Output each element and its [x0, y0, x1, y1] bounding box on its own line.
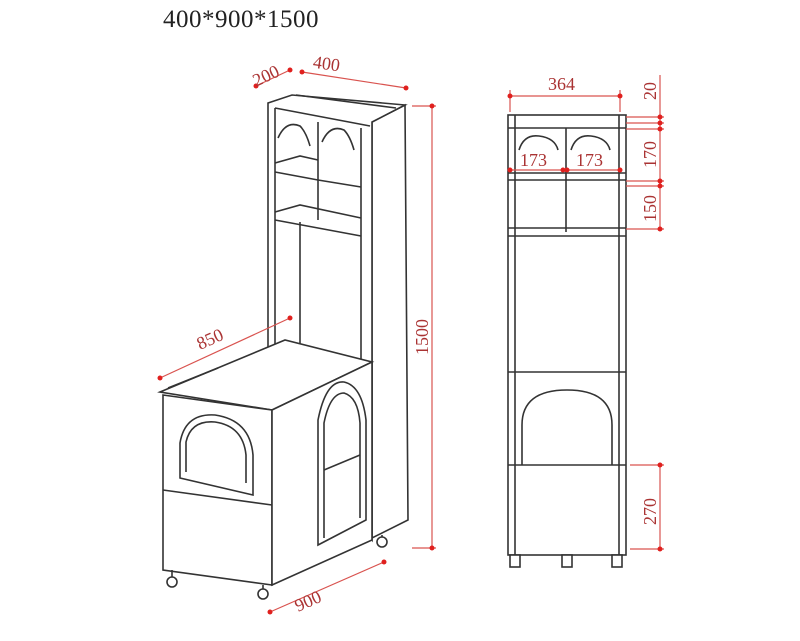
dim-width-top: 400 [312, 52, 342, 76]
dim-drawer-height: 270 [640, 498, 660, 525]
wheel [166, 570, 178, 588]
wheel [509, 554, 521, 568]
cabinet-front [162, 394, 273, 586]
dim-height: 1500 [412, 319, 432, 355]
product-size-title: 400*900*1500 [163, 6, 319, 33]
dim-top-board: 20 [640, 82, 660, 100]
side-arch-door [317, 381, 367, 547]
isometric-cabinet [157, 94, 409, 600]
wheel [376, 535, 388, 548]
dim-shelf-height: 150 [640, 195, 660, 222]
dim-right-compartment: 173 [576, 150, 603, 170]
tower-side-panel [371, 103, 409, 540]
wheel [257, 585, 269, 600]
dim-arch-height: 170 [640, 141, 660, 168]
front-arch-opening [521, 389, 613, 465]
wheel [561, 554, 573, 568]
front-arch-opening [179, 414, 254, 497]
dim-left-compartment: 173 [520, 150, 547, 170]
front-dimensions: 364 173 173 20 170 150 270 [507, 74, 664, 552]
wheel [611, 554, 623, 568]
dim-inner-width: 364 [548, 74, 575, 94]
front-elevation [507, 114, 627, 568]
